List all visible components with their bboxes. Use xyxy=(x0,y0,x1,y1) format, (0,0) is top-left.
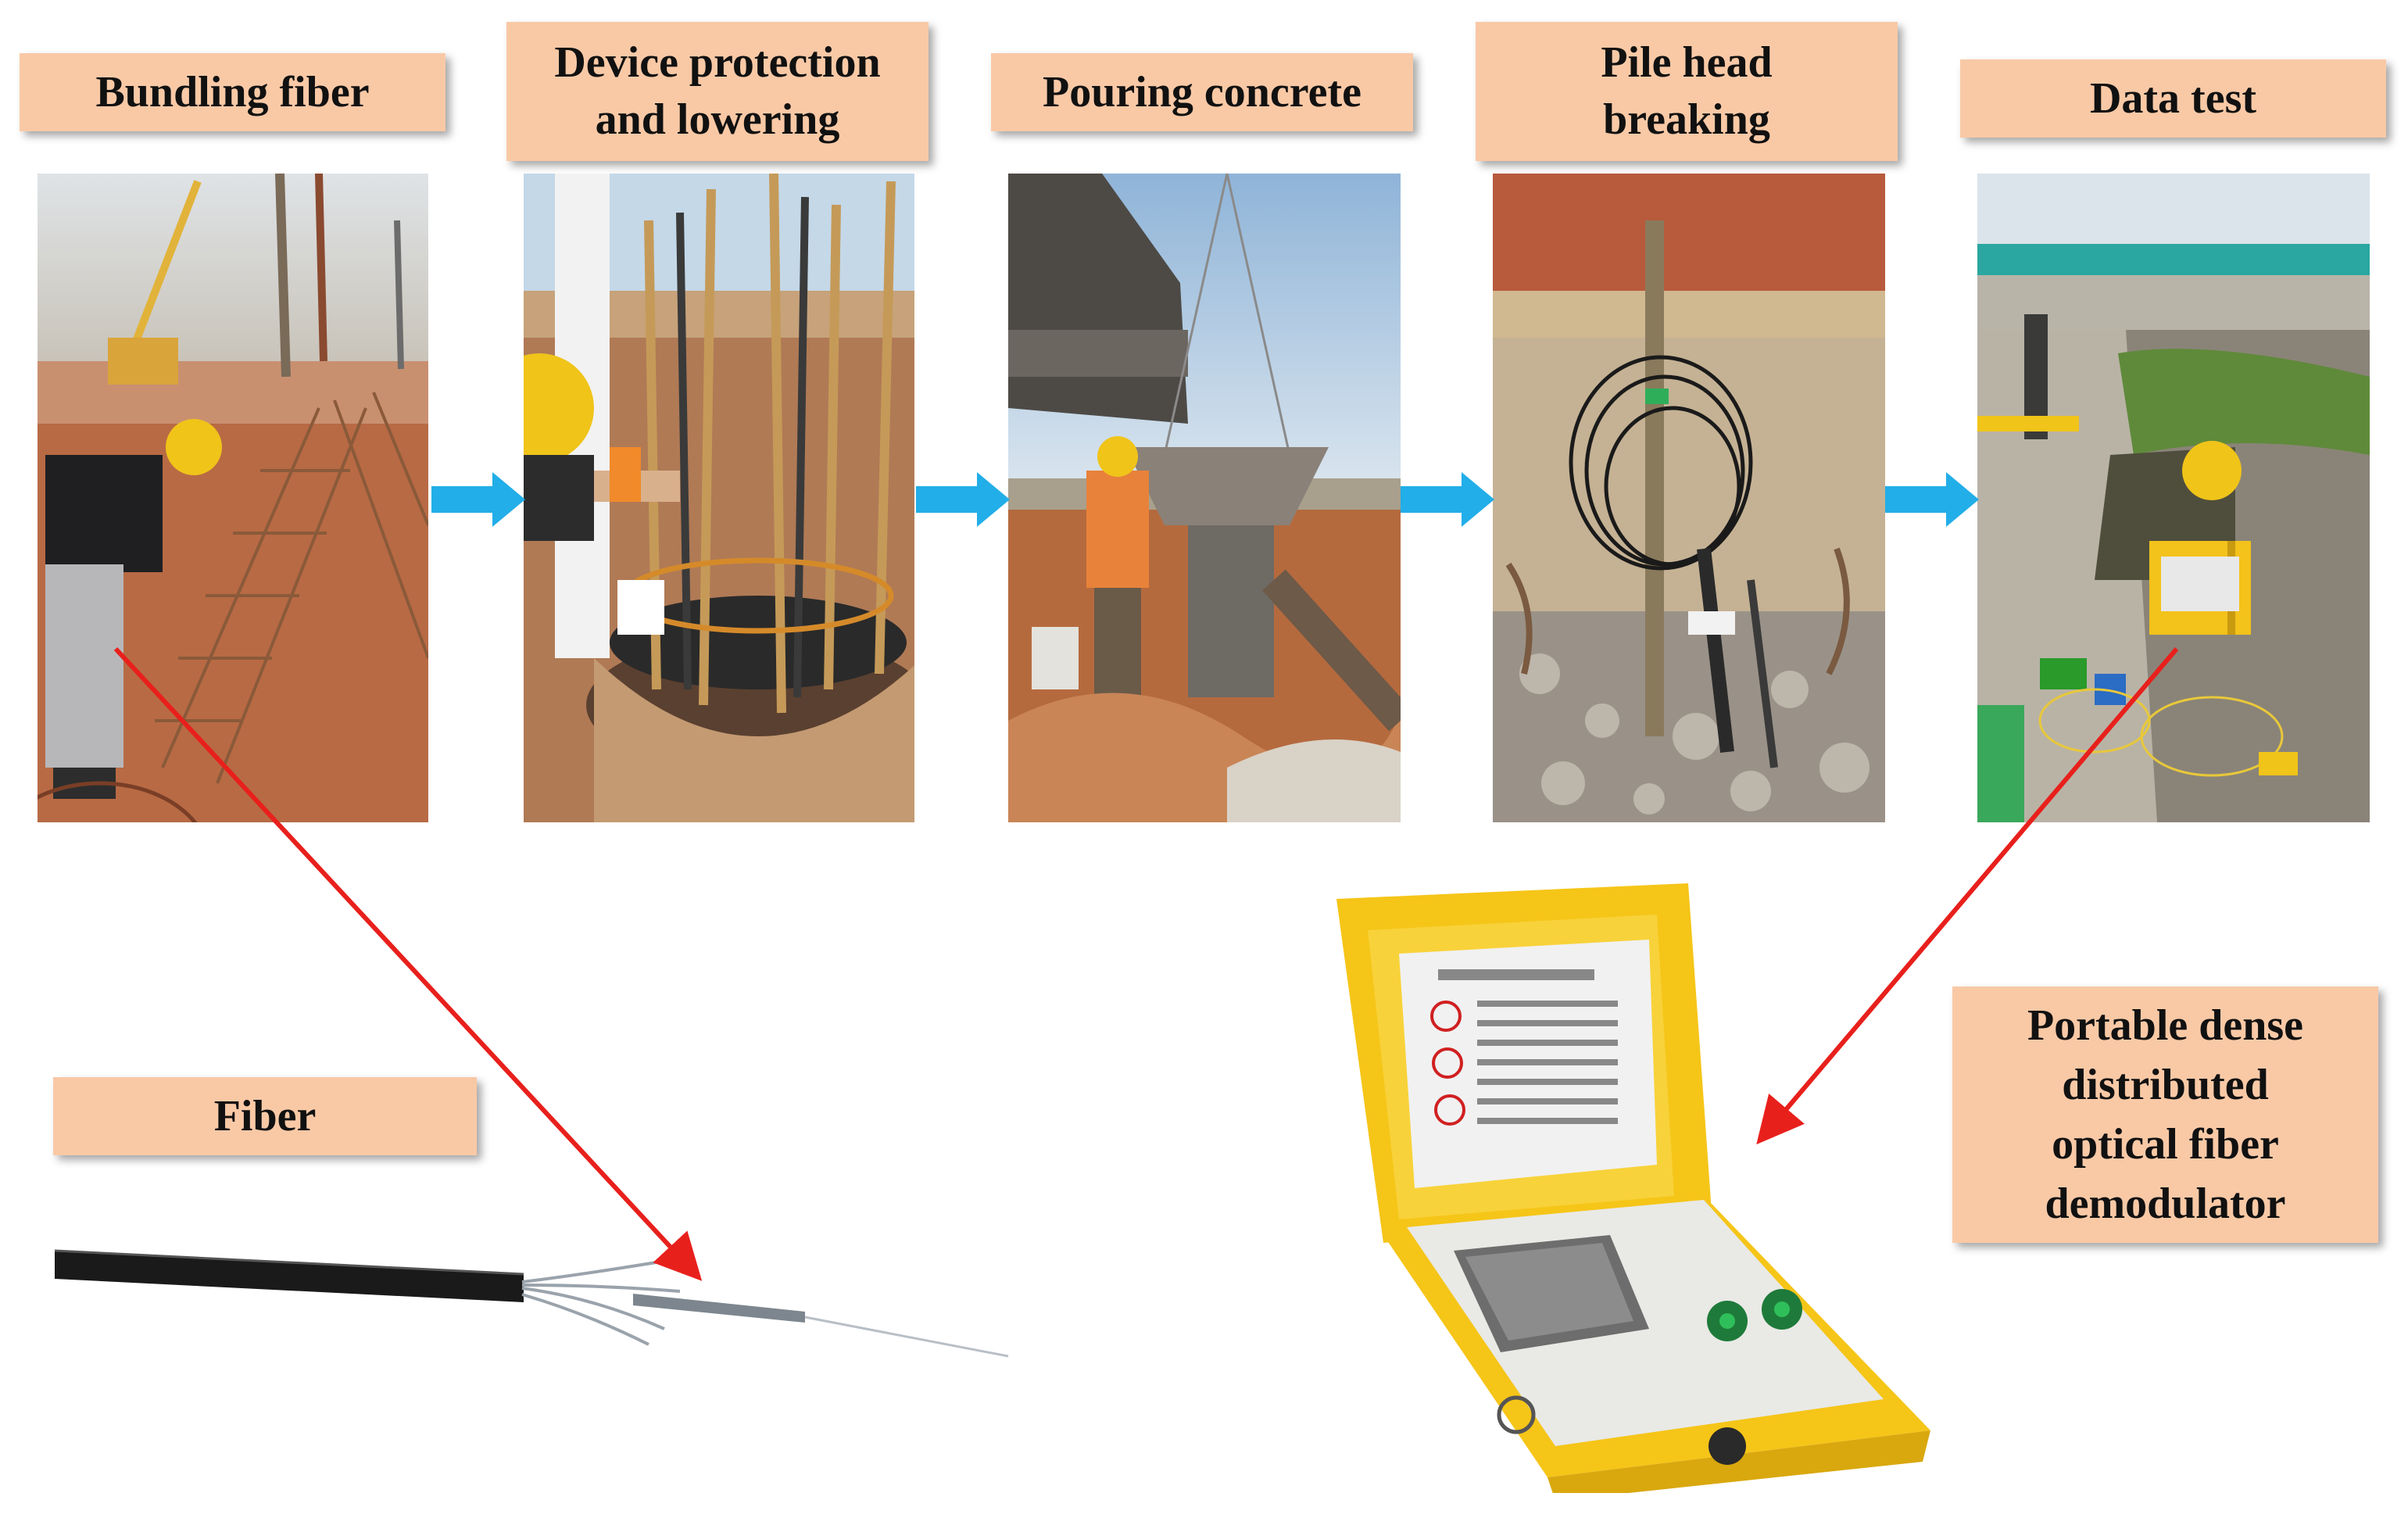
photo-pouring-concrete-illustration xyxy=(1008,174,1401,822)
step-label-pouring-concrete: Pouring concrete xyxy=(991,53,1413,131)
step-label-text: Pile head breaking xyxy=(1601,38,1773,144)
photo-bundling-fiber xyxy=(38,174,428,822)
step-label-device-protection: Device protection and lowering xyxy=(506,22,928,161)
right-arrow-icon xyxy=(431,472,525,527)
photo-pouring-concrete xyxy=(1008,174,1401,822)
step-label-text: Pouring concrete xyxy=(1043,67,1361,116)
photo-bundling-fiber-illustration xyxy=(38,174,428,822)
right-arrow-icon xyxy=(916,472,1010,527)
photo-pile-head-breaking-illustration xyxy=(1493,174,1885,822)
step-label-text: Data test xyxy=(2089,73,2257,123)
step-label-bundling-fiber: Bundling fiber xyxy=(20,53,445,131)
photo-data-test-illustration xyxy=(1977,174,2370,822)
demodulator-label: Portable dense distributed optical fiber… xyxy=(1952,986,2378,1243)
photo-device-protection xyxy=(524,174,914,822)
demodulator-device-illustration xyxy=(1336,883,1930,1493)
fiber-label: Fiber xyxy=(53,1077,477,1155)
step-label-data-test: Data test xyxy=(1960,59,2386,138)
photo-data-test xyxy=(1977,174,2370,822)
photo-pile-head-breaking xyxy=(1493,174,1885,822)
step-label-pile-head-breaking: Pile head breaking xyxy=(1476,22,1898,161)
photo-device-protection-illustration xyxy=(524,174,914,822)
right-arrow-icon xyxy=(1885,472,1979,527)
fiber-cable-illustration xyxy=(55,1249,1009,1358)
fiber-label-text: Fiber xyxy=(213,1091,317,1140)
right-arrow-icon xyxy=(1401,472,1494,527)
step-label-text: Bundling fiber xyxy=(95,67,370,116)
demodulator-label-text: Portable dense distributed optical fiber… xyxy=(2027,1001,2304,1229)
step-label-text: Device protection and lowering xyxy=(554,38,881,144)
